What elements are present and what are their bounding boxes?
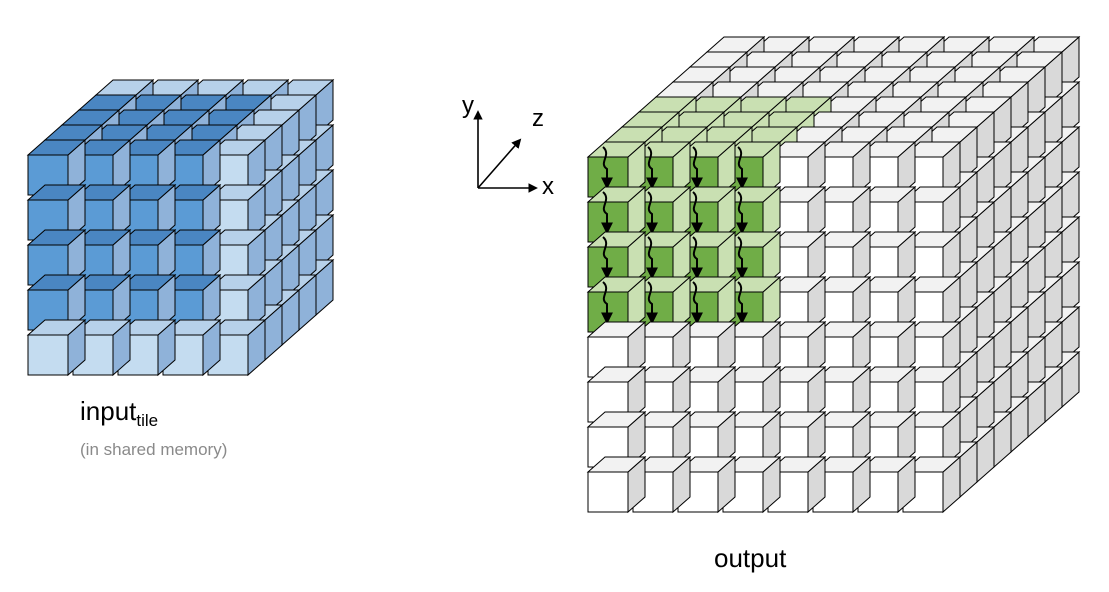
cube-cell xyxy=(586,455,647,514)
cube-cell xyxy=(71,318,132,377)
z-march-arrow xyxy=(601,236,613,280)
output-label: output xyxy=(714,543,787,573)
z-axis-arrow xyxy=(477,138,522,189)
z-march-arrow xyxy=(736,146,748,190)
x-axis-label: x xyxy=(542,173,554,200)
z-march-arrow xyxy=(691,191,703,235)
cube-cell xyxy=(26,228,87,287)
input-tile-label: inputtile xyxy=(80,396,158,431)
input-label-main: input xyxy=(80,396,137,426)
z-march-arrow xyxy=(601,281,613,325)
z-march-arrow xyxy=(736,236,748,280)
z-march-arrow xyxy=(601,146,613,190)
cube-cell xyxy=(26,318,87,377)
y-axis-label: y xyxy=(462,92,474,119)
shared-memory-note: (in shared memory) xyxy=(80,440,228,459)
z-march-arrow xyxy=(646,146,658,190)
z-march-arrow xyxy=(691,281,703,325)
z-march-arrow xyxy=(691,146,703,190)
z-march-arrow xyxy=(601,191,613,235)
z-march-arrow xyxy=(646,236,658,280)
z-march-arrow xyxy=(646,191,658,235)
coordinate-axes: y z x xyxy=(462,92,554,200)
z-march-arrow xyxy=(646,281,658,325)
z-march-arrow xyxy=(736,281,748,325)
input-tile-cube xyxy=(26,78,335,377)
cube-cell xyxy=(26,273,87,332)
output-volume-cube xyxy=(586,35,1081,514)
z-march-arrow xyxy=(691,236,703,280)
cube-cell xyxy=(26,138,87,197)
z-march-arrow xyxy=(736,191,748,235)
input-label-subscript: tile xyxy=(136,411,159,430)
z-axis-label: z xyxy=(532,105,544,132)
cube-cell xyxy=(856,455,917,514)
